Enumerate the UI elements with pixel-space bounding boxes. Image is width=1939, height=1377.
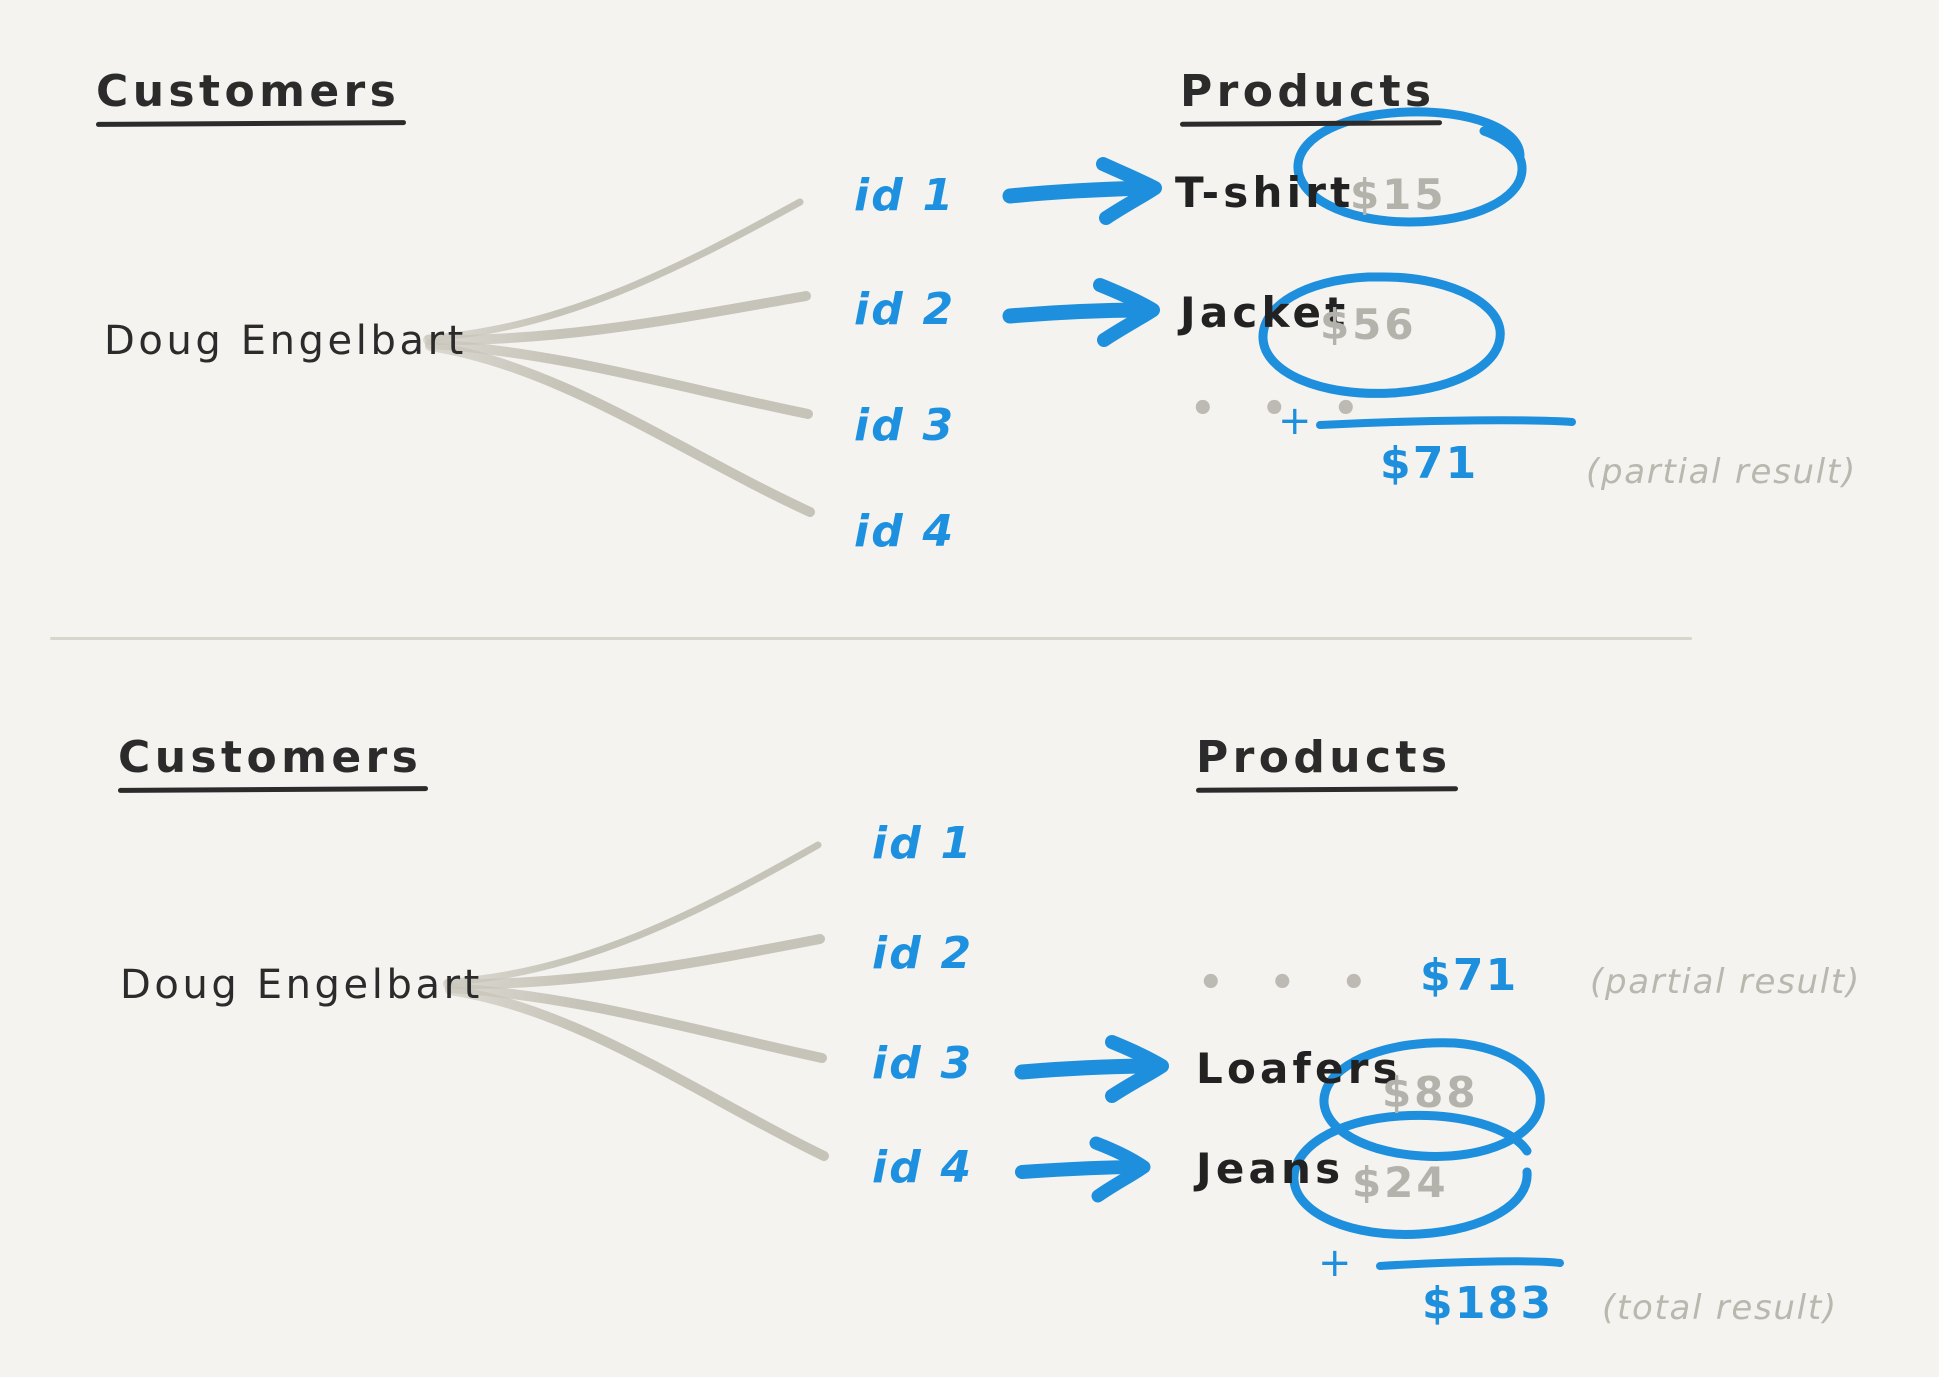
branch-lines-bottom [448,845,824,1156]
product-name-jeans: Jeans [1196,1144,1345,1193]
annotation-total-result: (total result) [1602,1288,1838,1328]
plus-sign-top: + [1278,398,1314,444]
arrow-bottom-row3 [1022,1042,1162,1096]
heading-products-top-label: Products [1180,66,1436,117]
arrow-top-row2 [1010,285,1153,340]
arrow-top-row1 [1010,164,1155,218]
id-label-top-2: id 2 [854,284,956,335]
grand-total-bottom: $183 [1422,1278,1554,1329]
heading-underline [95,120,407,127]
heading-customers-top: Customers [95,66,407,127]
branch-lines-top [428,202,810,512]
heading-products-bottom-label: Products [1196,732,1452,783]
price-loafers: $88 [1382,1068,1479,1117]
ellipsis-top: • • • [1190,386,1375,432]
sum-rule-bottom [1380,1261,1560,1266]
heading-customers-top-label: Customers [96,66,401,117]
price-jeans: $24 [1352,1158,1449,1207]
heading-products-bottom: Products [1195,732,1459,793]
annotation-partial-result-top: (partial result) [1586,452,1857,492]
ellipsis-bottom: • • • [1198,960,1383,1006]
product-name-tshirt: T-shirt [1175,168,1355,217]
id-label-bottom-1: id 1 [872,818,974,869]
plus-sign-bottom: + [1318,1240,1354,1286]
heading-underline [1195,786,1459,793]
heading-underline [1179,120,1443,127]
panel-divider [50,637,1692,640]
carried-partial-total: $71 [1420,950,1519,1001]
id-label-top-1: id 1 [854,170,956,221]
id-label-bottom-4: id 4 [872,1142,974,1193]
customer-name-top: Doug Engelbart [104,318,467,364]
partial-total-top: $71 [1380,438,1479,489]
product-name-loafers: Loafers [1196,1044,1402,1093]
id-label-top-4: id 4 [854,506,956,557]
price-jacket: $56 [1320,300,1417,349]
price-tshirt: $15 [1350,170,1447,219]
customer-name-bottom: Doug Engelbart [120,962,483,1008]
arrow-bottom-row4 [1022,1143,1144,1196]
heading-underline [117,786,429,793]
heading-customers-bottom: Customers [117,732,429,793]
id-label-bottom-2: id 2 [872,928,974,979]
id-label-top-3: id 3 [854,400,956,451]
heading-products-top: Products [1179,66,1443,127]
annotation-partial-result-bottom: (partial result) [1590,962,1861,1002]
heading-customers-bottom-label: Customers [118,732,423,783]
product-name-jacket: Jacket [1180,288,1350,337]
id-label-bottom-3: id 3 [872,1038,974,1089]
